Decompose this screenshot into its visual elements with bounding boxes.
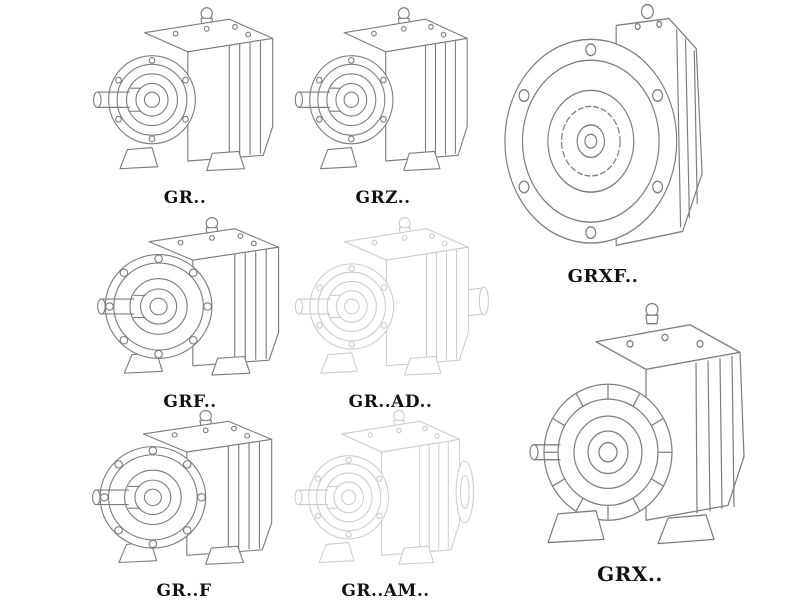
model-label-grf: GRF.. xyxy=(163,392,217,412)
model-label-grz: GRZ.. xyxy=(355,188,411,208)
gearbox-drawing-gr-f xyxy=(91,409,273,565)
gearbox-drawing-grz xyxy=(294,7,468,172)
model-grxf: GRXF.. xyxy=(498,0,708,287)
model-label-grx: GRX.. xyxy=(597,562,663,586)
gearbox-drawing-grf xyxy=(97,216,280,376)
gearbox-drawing-grx xyxy=(529,302,745,545)
model-grz: GRZ.. xyxy=(288,2,478,208)
gearbox-drawing-grxf xyxy=(503,3,703,247)
gearbox-drawing-gr-ad xyxy=(294,217,489,376)
input-adapter-stub xyxy=(467,286,489,317)
model-label-gr-f: GR..F xyxy=(156,581,212,600)
model-gr: GR.. xyxy=(86,2,284,208)
model-gr-f: GR..F xyxy=(85,405,283,600)
model-label-grxf: GRXF.. xyxy=(567,266,639,287)
model-grx: GRX.. xyxy=(500,295,760,586)
gearbox-drawing-gr-am xyxy=(294,409,474,565)
model-label-gr-ad: GR..AD.. xyxy=(348,392,433,412)
model-label-gr-am: GR..AM.. xyxy=(341,581,430,600)
model-gr-ad: GR..AD.. xyxy=(288,212,493,412)
model-gr-am: GR..AM.. xyxy=(288,405,483,600)
model-grf: GRF.. xyxy=(90,212,290,412)
gearbox-drawing-gr xyxy=(92,7,274,172)
model-label-gr: GR.. xyxy=(163,188,207,208)
motor-adapter-flange xyxy=(455,460,474,524)
